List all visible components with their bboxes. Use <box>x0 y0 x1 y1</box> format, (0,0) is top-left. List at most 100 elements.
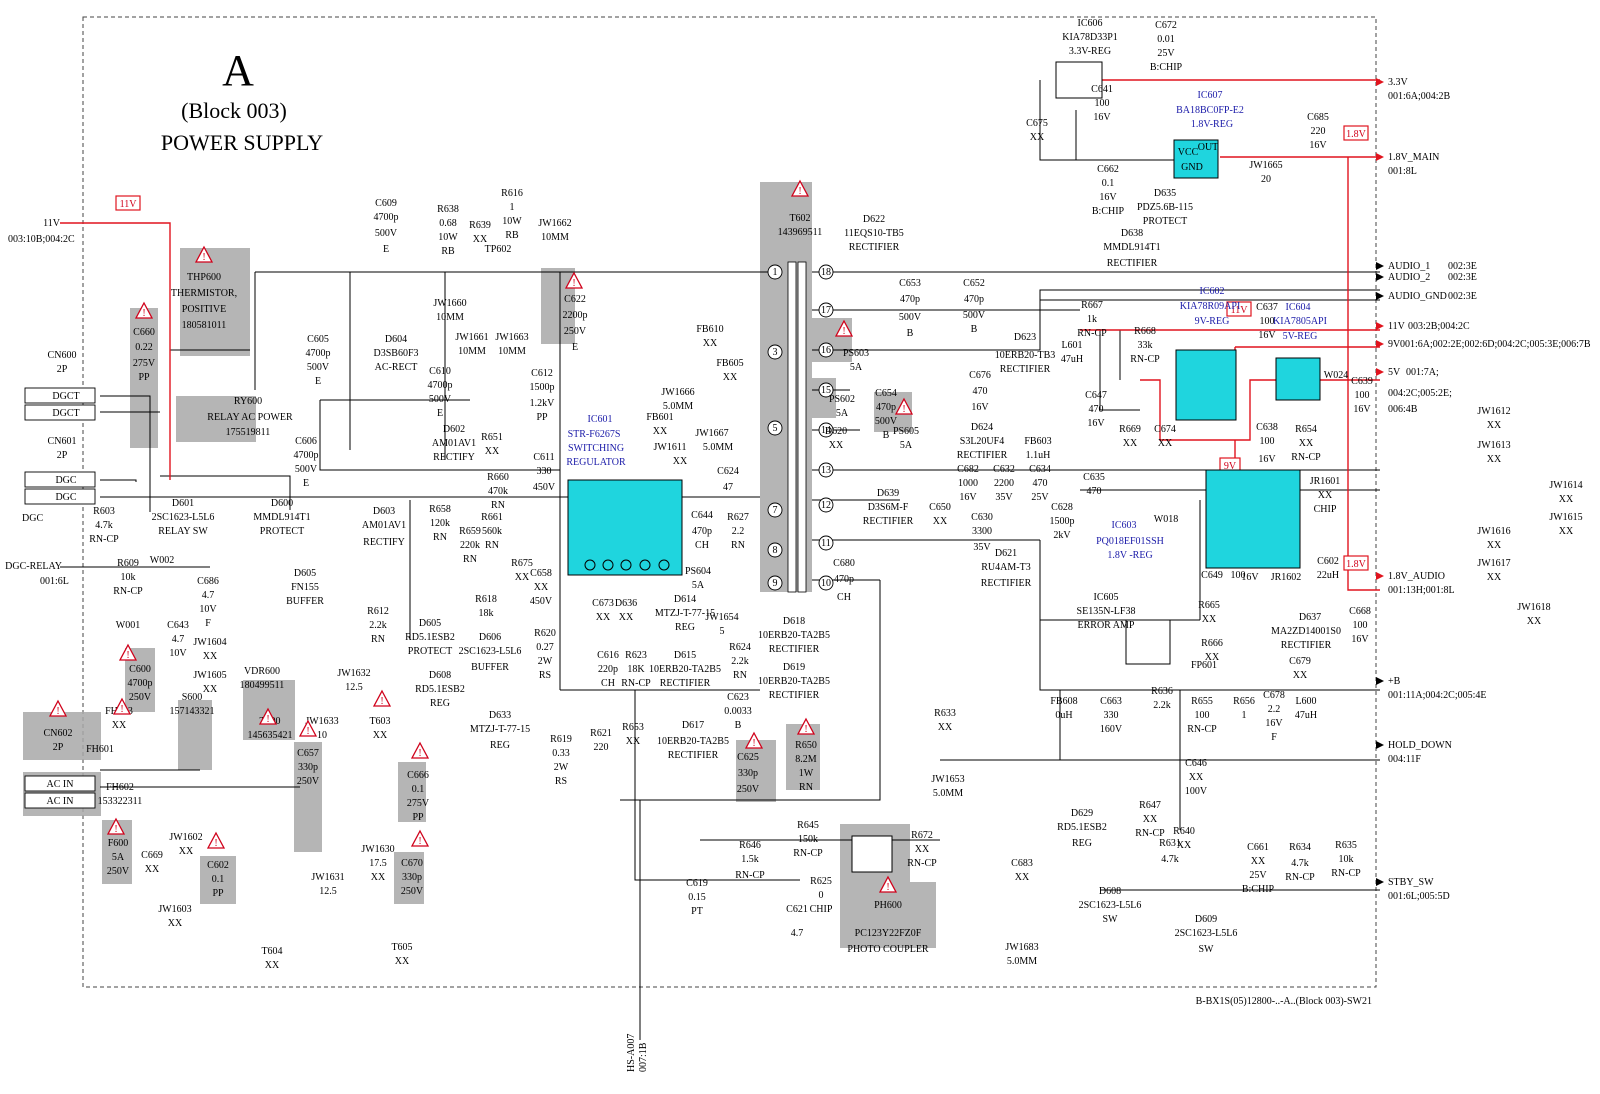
component-label: C621 <box>786 904 808 915</box>
component-label: 0.68 <box>439 218 457 229</box>
component-label: 330p <box>402 872 422 883</box>
component-label: RN-CP <box>89 534 119 545</box>
component-label: 5.0MM <box>933 788 963 799</box>
component-label: 100 <box>1231 570 1246 581</box>
component-label: R603 <box>93 506 115 517</box>
component-label: RN-CP <box>113 586 143 597</box>
svg-text:16: 16 <box>821 345 831 356</box>
component-label: D601 <box>172 498 194 509</box>
component-label: R624 <box>729 642 751 653</box>
component-label: R667 <box>1081 300 1103 311</box>
component-label: XX <box>723 372 738 383</box>
cn600-pins: 2P <box>57 364 68 375</box>
component-label: XX <box>1202 614 1217 625</box>
cn601-line-2: DGC <box>55 492 76 503</box>
component-label: XX <box>1559 526 1574 537</box>
component-label: XX <box>179 846 194 857</box>
component-label: 220 <box>1311 126 1326 137</box>
component-label: JW1611 <box>654 442 687 453</box>
component-label: 16V <box>1099 192 1117 203</box>
component-label: C602 <box>1317 556 1339 567</box>
component-label: C685 <box>1307 112 1329 123</box>
component-label: C639 <box>1351 376 1373 387</box>
component-label: 25V <box>1157 48 1175 59</box>
component-label: B:CHIP <box>1092 206 1125 217</box>
component-label: R609 <box>117 558 139 569</box>
component-label: 560k <box>482 526 502 537</box>
component-label: 17.5 <box>369 858 387 869</box>
component-label: FB601 <box>646 412 673 423</box>
warning-icon: ! <box>564 271 584 289</box>
component-label: R620 <box>534 628 556 639</box>
component-label: 4700p <box>306 348 331 359</box>
component-label: XX <box>112 720 127 731</box>
component-label: 470 <box>1033 478 1048 489</box>
component-label: PDZ5.6B-115 <box>1137 202 1193 213</box>
component-label: 450V <box>530 596 553 607</box>
component-label: RN <box>433 532 447 543</box>
svg-text:12: 12 <box>821 500 831 511</box>
signal-ref: 001:6A;004:2B <box>1388 91 1451 102</box>
component-label: D602 <box>443 424 465 435</box>
component-label: 16V <box>1351 634 1369 645</box>
component-label: 5A <box>112 852 125 863</box>
cn601-pins: 2P <box>57 450 68 461</box>
component-label: XX <box>1030 132 1045 143</box>
svg-text:13: 13 <box>821 465 831 476</box>
cn601-ref: CN601 <box>48 436 77 447</box>
component-label: R612 <box>367 606 389 617</box>
component-label: FB610 <box>696 324 723 335</box>
component-label: R631 <box>1159 838 1181 849</box>
component-label: SW <box>1103 914 1119 925</box>
component-label: RS <box>555 776 567 787</box>
component-label: C672 <box>1155 20 1177 31</box>
component-label: D3S6M-F <box>868 502 909 513</box>
component-label: RN <box>731 540 745 551</box>
component-label: FP601 <box>1191 660 1217 671</box>
component-label: 16V <box>1241 572 1259 583</box>
component-label: D620 <box>825 426 847 437</box>
component-label: 47 <box>723 482 733 493</box>
component-label: JR1601 <box>1310 476 1341 487</box>
signal-name: 5V <box>1388 367 1401 378</box>
signal-dgc-relay: DGC-RELAY <box>5 561 62 572</box>
component-label: RECTIFIER <box>981 578 1032 589</box>
signal-ref: 002:3E <box>1448 261 1477 272</box>
component-label: XX <box>673 456 688 467</box>
component-label: 275V <box>407 798 430 809</box>
component-label: XX <box>203 684 218 695</box>
component-label: L601 <box>1061 340 1082 351</box>
component-label: B <box>971 324 978 335</box>
signal-name: STBY_SW <box>1388 877 1434 888</box>
component-label: CH <box>837 592 851 603</box>
component-label: XX <box>371 872 386 883</box>
component-label: RD5.1ESB2 <box>415 684 465 695</box>
component-label: C611 <box>533 452 554 463</box>
component-label: XX <box>1251 856 1266 867</box>
signal-name: 1.8V_AUDIO <box>1388 571 1445 582</box>
component-label: 5A <box>692 580 705 591</box>
component-label: 1W <box>799 768 814 779</box>
t602-ref: T602 <box>789 213 810 224</box>
signal-5v-extra-2: 006:4B <box>1388 404 1418 415</box>
ic603: IC603 PQ018EF01SSH 1.8V -REG <box>1096 469 1301 569</box>
component-label: D603 <box>373 506 395 517</box>
component-label: XX <box>1487 572 1502 583</box>
component-label: S3L20UF4 <box>960 436 1004 447</box>
component-label: 5 <box>720 626 725 637</box>
component-label: JW1666 <box>661 387 694 398</box>
component-label: 470 <box>973 386 988 397</box>
component-label: JW1667 <box>695 428 728 439</box>
warning-icon: ! <box>298 719 318 737</box>
component-label: 0.1 <box>212 874 225 885</box>
component-label: SW <box>1199 944 1215 955</box>
component-label: 5.0MM <box>703 442 733 453</box>
component-label: THP600 <box>187 272 221 283</box>
component-label: VDR600 <box>244 666 280 677</box>
t602-part: 143969511 <box>778 227 823 238</box>
component-label: XX <box>703 338 718 349</box>
component-label: JW1604 <box>193 637 226 648</box>
component-label: C673 <box>592 598 614 609</box>
component-label: 10W <box>502 216 522 227</box>
